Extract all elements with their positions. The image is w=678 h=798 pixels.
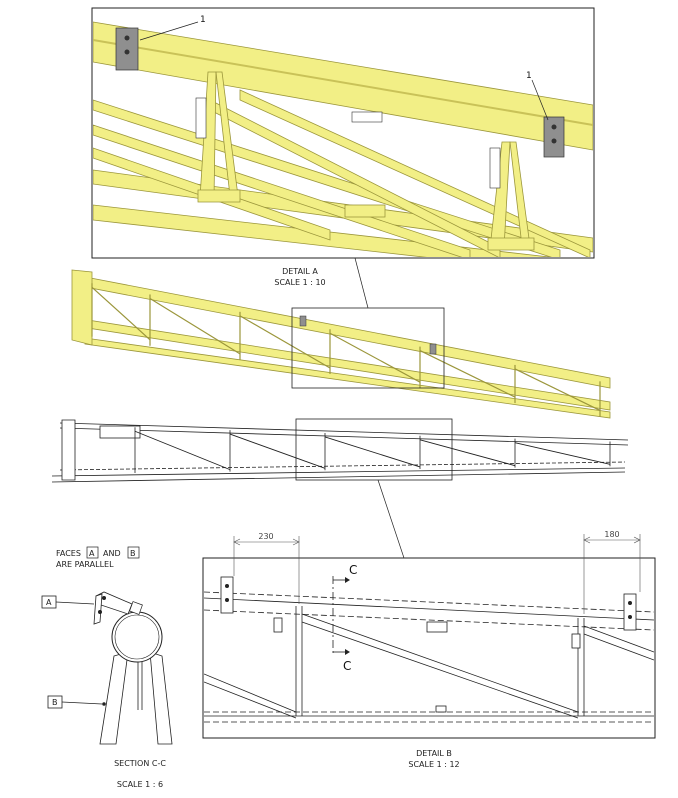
note-parallel: ARE PARALLEL — [56, 560, 114, 569]
section-label-a: A — [46, 598, 52, 607]
side-diagonal — [514, 442, 611, 465]
detail-b-scale: SCALE 1 : 12 — [408, 760, 459, 769]
side-diagonal — [229, 433, 326, 469]
note-face-a: A — [89, 549, 95, 558]
iso-diagonal — [419, 350, 516, 398]
note-faces: FACES — [56, 549, 81, 558]
side-elevation-view — [51, 418, 629, 559]
note-and: AND — [103, 549, 121, 558]
isometric-boom-view — [71, 257, 611, 419]
note-face-b: B — [130, 549, 136, 558]
detail-a-view: 1 1 DETAIL A SCALE 1 : 10 — [91, 7, 595, 287]
bracket-b-left — [220, 576, 234, 614]
iso-diagonal — [514, 368, 601, 411]
detail-a-scale: SCALE 1 : 10 — [274, 278, 325, 287]
tube-section — [111, 611, 163, 663]
section-c-c-view: FACES A AND B ARE PARALLEL A B SECTIO — [41, 546, 173, 789]
bracket-right — [543, 116, 565, 158]
callout-1-left: 1 — [200, 15, 206, 25]
section-c-c-title: SECTION C-C — [114, 759, 166, 768]
dimension-230: 230 — [258, 532, 273, 541]
section-label-b: B — [52, 698, 58, 707]
side-diagonal — [419, 439, 516, 467]
section-mark-c-top: C — [349, 563, 357, 577]
callout-1-right: 1 — [526, 71, 532, 81]
iso-diagonal — [149, 297, 241, 355]
detail-b-view: 230 180 C C DETAIL B SCALE 1 : 12 — [202, 530, 656, 769]
bracket-b-right — [623, 593, 637, 631]
section-c-c-scale: SCALE 1 : 6 — [117, 780, 163, 789]
iso-diagonal — [329, 332, 421, 383]
bracket-left — [115, 27, 139, 71]
detail-a-title: DETAIL A — [282, 267, 318, 276]
side-diagonal — [324, 436, 421, 468]
side-diagonal — [134, 430, 231, 471]
section-mark-c-bottom: C — [343, 659, 351, 673]
detail-b-focus-box — [295, 418, 453, 481]
iso-diagonal — [239, 315, 331, 369]
dimension-180: 180 — [604, 530, 619, 539]
iso-diagonal — [91, 286, 151, 341]
detail-b-title: DETAIL B — [416, 749, 452, 758]
